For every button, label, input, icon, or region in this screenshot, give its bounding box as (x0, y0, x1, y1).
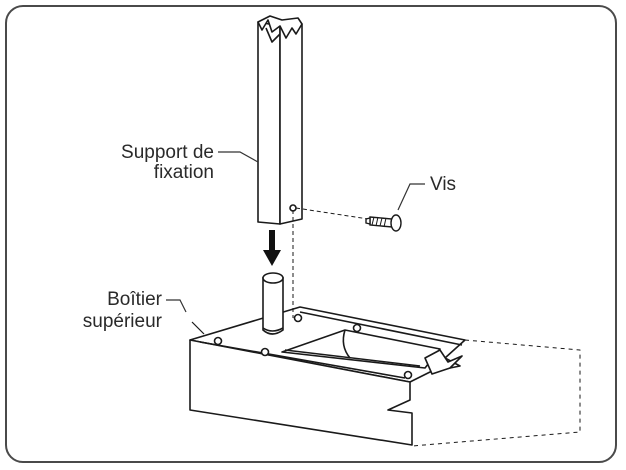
insertion-arrow (263, 230, 281, 266)
bracket-label-line1: Support de (121, 142, 214, 163)
screw-leader (397, 183, 425, 211)
housing-opening (281, 329, 441, 369)
housing-hole (260, 347, 270, 357)
housing-hole (352, 323, 362, 333)
bracket-torn-top (257, 15, 303, 39)
housing-hidden-edges (411, 339, 581, 447)
housing-front-face (189, 339, 413, 446)
housing-hole (213, 336, 223, 346)
housing-label-line2: supérieur (83, 311, 163, 332)
alignment-lines (292, 207, 376, 318)
housing-hole (293, 313, 303, 323)
leader-lines (166, 151, 425, 313)
upper-housing (189, 306, 581, 447)
screw-part (365, 214, 402, 232)
diagram-frame (5, 5, 617, 463)
mounting-bracket (257, 15, 303, 225)
housing-hole (403, 370, 413, 380)
housing-label-line1: Boîtier (107, 289, 163, 310)
bracket-label-line2: fixation (154, 162, 214, 183)
screw-label: Vis (430, 174, 456, 195)
housing-break (424, 349, 463, 375)
bracket-leader (218, 151, 259, 163)
housing-leader (166, 299, 187, 313)
mounting-post (262, 272, 284, 335)
